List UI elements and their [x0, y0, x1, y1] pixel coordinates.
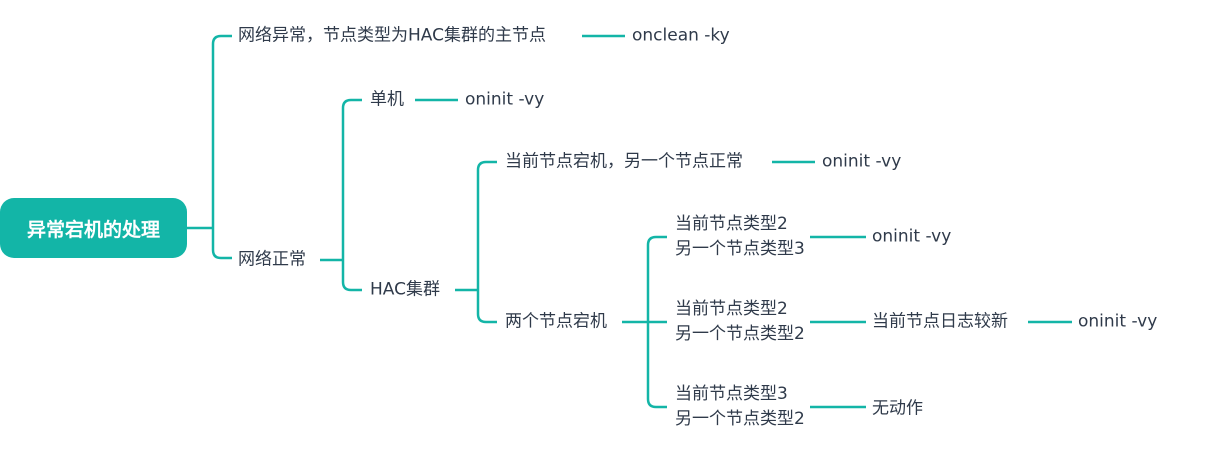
node-case-1[interactable]: 当前节点类型2 另一个节点类型3: [675, 212, 805, 262]
node-both-down[interactable]: 两个节点宕机: [505, 311, 607, 332]
node-one-down[interactable]: 当前节点宕机，另一个节点正常: [505, 151, 743, 172]
node-onclean[interactable]: onclean -ky: [632, 25, 730, 46]
node-case-3[interactable]: 当前节点类型3 另一个节点类型2: [675, 382, 805, 432]
case-line2: 另一个节点类型3: [675, 239, 805, 259]
case-line2: 另一个节点类型2: [675, 409, 805, 429]
node-standalone-action[interactable]: oninit -vy: [465, 89, 545, 110]
node-case-2-action[interactable]: oninit -vy: [1078, 311, 1158, 332]
root-label: 异常宕机的处理: [26, 218, 160, 241]
node-case-1-action[interactable]: oninit -vy: [872, 226, 952, 247]
node-network-normal[interactable]: 网络正常: [238, 249, 306, 270]
node-hac[interactable]: HAC集群: [370, 279, 440, 300]
case-line2: 另一个节点类型2: [675, 324, 805, 344]
node-network-abnormal[interactable]: 网络异常，节点类型为HAC集群的主节点: [238, 25, 546, 46]
node-standalone[interactable]: 单机: [370, 89, 404, 110]
case-line1: 当前节点类型2: [675, 214, 788, 234]
case-line1: 当前节点类型2: [675, 299, 788, 319]
node-one-down-action[interactable]: oninit -vy: [822, 151, 902, 172]
node-case-2-condition[interactable]: 当前节点日志较新: [872, 311, 1008, 332]
case-line1: 当前节点类型3: [675, 384, 788, 404]
node-case-3-action[interactable]: 无动作: [872, 398, 923, 419]
node-case-2[interactable]: 当前节点类型2 另一个节点类型2: [675, 297, 805, 347]
root-node[interactable]: 异常宕机的处理: [0, 198, 187, 258]
